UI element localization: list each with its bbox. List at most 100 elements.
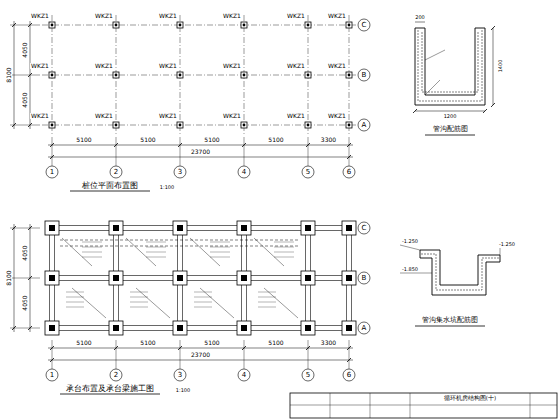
- note-stroke: [274, 242, 294, 243]
- pile-cap-symbol: [49, 122, 55, 128]
- pile-cap: [301, 321, 315, 335]
- elevation-leader: [500, 248, 501, 255]
- column: [305, 225, 311, 231]
- pile-cap: [301, 221, 315, 235]
- sump-outline: [420, 250, 500, 295]
- axis-line: [42, 125, 359, 126]
- dimension-line: [415, 111, 485, 112]
- dimension-tick: [114, 143, 118, 147]
- note-stroke: [146, 257, 166, 258]
- leader-line: [425, 50, 445, 60]
- dimension-text: 5100: [139, 137, 156, 143]
- title-block-text: 循环机房结构图(十): [443, 396, 497, 402]
- note-stroke: [210, 257, 230, 258]
- column: [49, 225, 55, 231]
- dimension-text: 5100: [267, 137, 284, 143]
- extension-line: [308, 137, 309, 166]
- axis-letter: A: [361, 325, 368, 332]
- dimension-tick: [12, 326, 16, 330]
- axis-number: 5: [305, 372, 311, 379]
- pile-cap-symbol: [305, 122, 311, 128]
- dimension-text: 4050: [22, 41, 28, 58]
- pile-label: WKZ1: [30, 113, 50, 119]
- title-block-frame: [290, 393, 557, 418]
- column: [113, 325, 119, 331]
- pile-cap-symbol: [305, 22, 311, 28]
- note-stroke: [258, 302, 276, 303]
- pile-label: WKZ1: [30, 13, 50, 19]
- dimension-tick: [12, 23, 16, 27]
- note-stroke: [210, 242, 230, 243]
- column: [346, 275, 352, 281]
- axis-number: 6: [346, 372, 352, 379]
- title-block-rule: [330, 393, 331, 418]
- note-stroke: [66, 302, 84, 303]
- drawing-title: 桩位平面布置图: [81, 182, 139, 190]
- extension-line: [349, 137, 350, 166]
- trench-line: [60, 246, 300, 247]
- axis-number: 6: [346, 169, 352, 176]
- pile-label: WKZ1: [286, 113, 306, 119]
- dimension-tick: [491, 26, 495, 30]
- axis-line: [244, 15, 245, 135]
- axis-number: 2: [113, 372, 119, 379]
- axis-number: 3: [177, 372, 183, 379]
- cap-beams: [45, 221, 356, 335]
- extension-line: [10, 278, 40, 279]
- pile-cap-symbol: [113, 72, 119, 78]
- axis-bubble: [358, 222, 370, 234]
- dimension-tick: [50, 346, 54, 350]
- pile-label: WKZ1: [158, 13, 178, 19]
- axis-line: [349, 15, 350, 135]
- axis-bubble: [343, 166, 355, 178]
- axis-bubble: [302, 166, 314, 178]
- pile-dot: [307, 74, 310, 77]
- note-stroke: [82, 242, 102, 243]
- dimension-text: 4050: [22, 294, 28, 311]
- elevation-leader: [400, 273, 432, 274]
- elevation-leader: [400, 245, 420, 250]
- pile-label: WKZ1: [222, 63, 242, 69]
- extension-line: [349, 340, 350, 369]
- dimension-tick: [28, 326, 32, 330]
- note-stroke: [82, 257, 102, 258]
- leader-line: [72, 288, 106, 318]
- axis-letter: B: [361, 72, 368, 79]
- pile-label: WKZ1: [327, 113, 347, 119]
- column: [305, 275, 311, 281]
- note-stroke: [194, 302, 212, 303]
- dimension-tick: [306, 143, 310, 147]
- column: [241, 325, 247, 331]
- pile-cap: [342, 221, 356, 235]
- note-stroke: [274, 257, 294, 258]
- dimension-text: 200: [414, 15, 426, 20]
- scale-text: 1:100: [175, 388, 191, 393]
- title-underline: [425, 135, 475, 136]
- note-stroke: [130, 297, 148, 298]
- axis-bubble: [302, 369, 314, 381]
- plan-frame: [10, 222, 370, 381]
- axis-number: 2: [113, 169, 119, 176]
- axis-bubble: [358, 322, 370, 334]
- trench-section: [413, 22, 495, 113]
- column: [177, 325, 183, 331]
- dimension-text: 5100: [267, 340, 284, 346]
- axis-bubble: [358, 272, 370, 284]
- column: [177, 225, 183, 231]
- title-underline: [70, 191, 150, 192]
- axis-bubble: [110, 369, 122, 381]
- pile-cap-symbol: [177, 22, 183, 28]
- pile-cap: [109, 271, 123, 285]
- note-stroke: [258, 297, 276, 298]
- extension-line: [10, 75, 40, 76]
- axis-line: [52, 15, 53, 135]
- title-block-rule: [530, 393, 531, 418]
- pile-cap-symbol: [49, 72, 55, 78]
- pile-label: WKZ1: [158, 63, 178, 69]
- dimension-text: 1200: [443, 114, 458, 119]
- pile-label: WKZ1: [222, 13, 242, 19]
- dimension-tick: [413, 109, 417, 113]
- dimension-text: 5100: [75, 340, 92, 346]
- column: [177, 275, 183, 281]
